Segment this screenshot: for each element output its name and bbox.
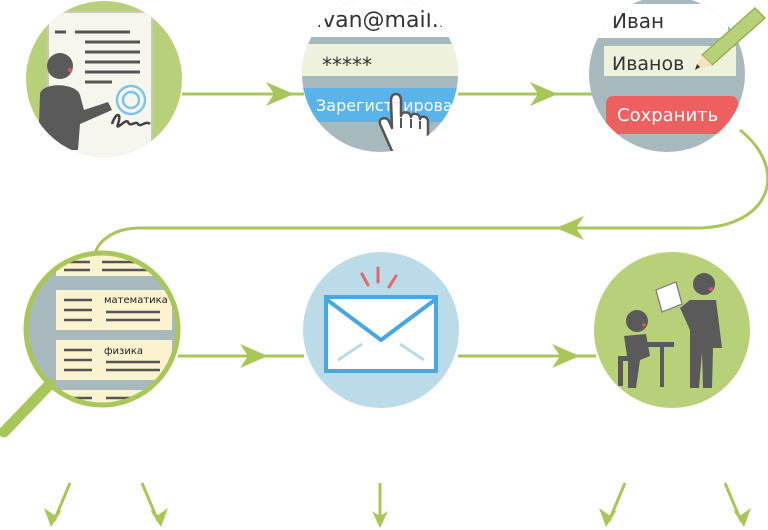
pencil-icon (695, 6, 767, 70)
arrow-head-icon (530, 82, 558, 106)
save-button: Сохранить (617, 105, 718, 126)
arrow-heads (44, 82, 751, 528)
email-field: ivan@mail.ru (316, 8, 462, 33)
alert-rays-icon (360, 266, 398, 289)
student-icon (618, 310, 674, 388)
first-name-field: Иван (612, 9, 664, 33)
step-1-sign-document (26, 1, 182, 157)
subject-label-physics: физика (104, 346, 143, 357)
step-4-subject-search: математика физика (0, 250, 181, 438)
step-2-registration: ivan@mail.ru ***** Зарегистрироваться (302, 0, 490, 152)
step-6-lesson (594, 252, 750, 408)
arrow-head-icon (150, 508, 168, 527)
arrow-head-icon (240, 344, 268, 368)
arrow-head-icon (733, 508, 751, 527)
signature-icon (110, 113, 151, 128)
magnifier-icon (0, 250, 181, 438)
last-name-field: Иванов (612, 53, 684, 75)
step-3-profile: Иван Иванов Сохранить (589, 0, 767, 152)
password-field: ***** (322, 53, 372, 77)
connector-3-4 (93, 128, 768, 257)
arrow-head-icon (556, 216, 584, 240)
arrow-head-icon (599, 508, 617, 527)
book-icon (655, 281, 683, 313)
step-5-notification (303, 252, 459, 408)
person-icon (38, 53, 112, 150)
envelope-icon (324, 295, 438, 373)
arrow-head-icon (552, 344, 580, 368)
arrow-head-icon (266, 82, 294, 106)
register-button: Зарегистрироваться (316, 96, 490, 115)
arrow-head-icon (44, 508, 62, 527)
arrow-head-icon (372, 511, 388, 528)
stamp-icon (115, 84, 147, 116)
subject-label-math: математика (104, 295, 168, 306)
